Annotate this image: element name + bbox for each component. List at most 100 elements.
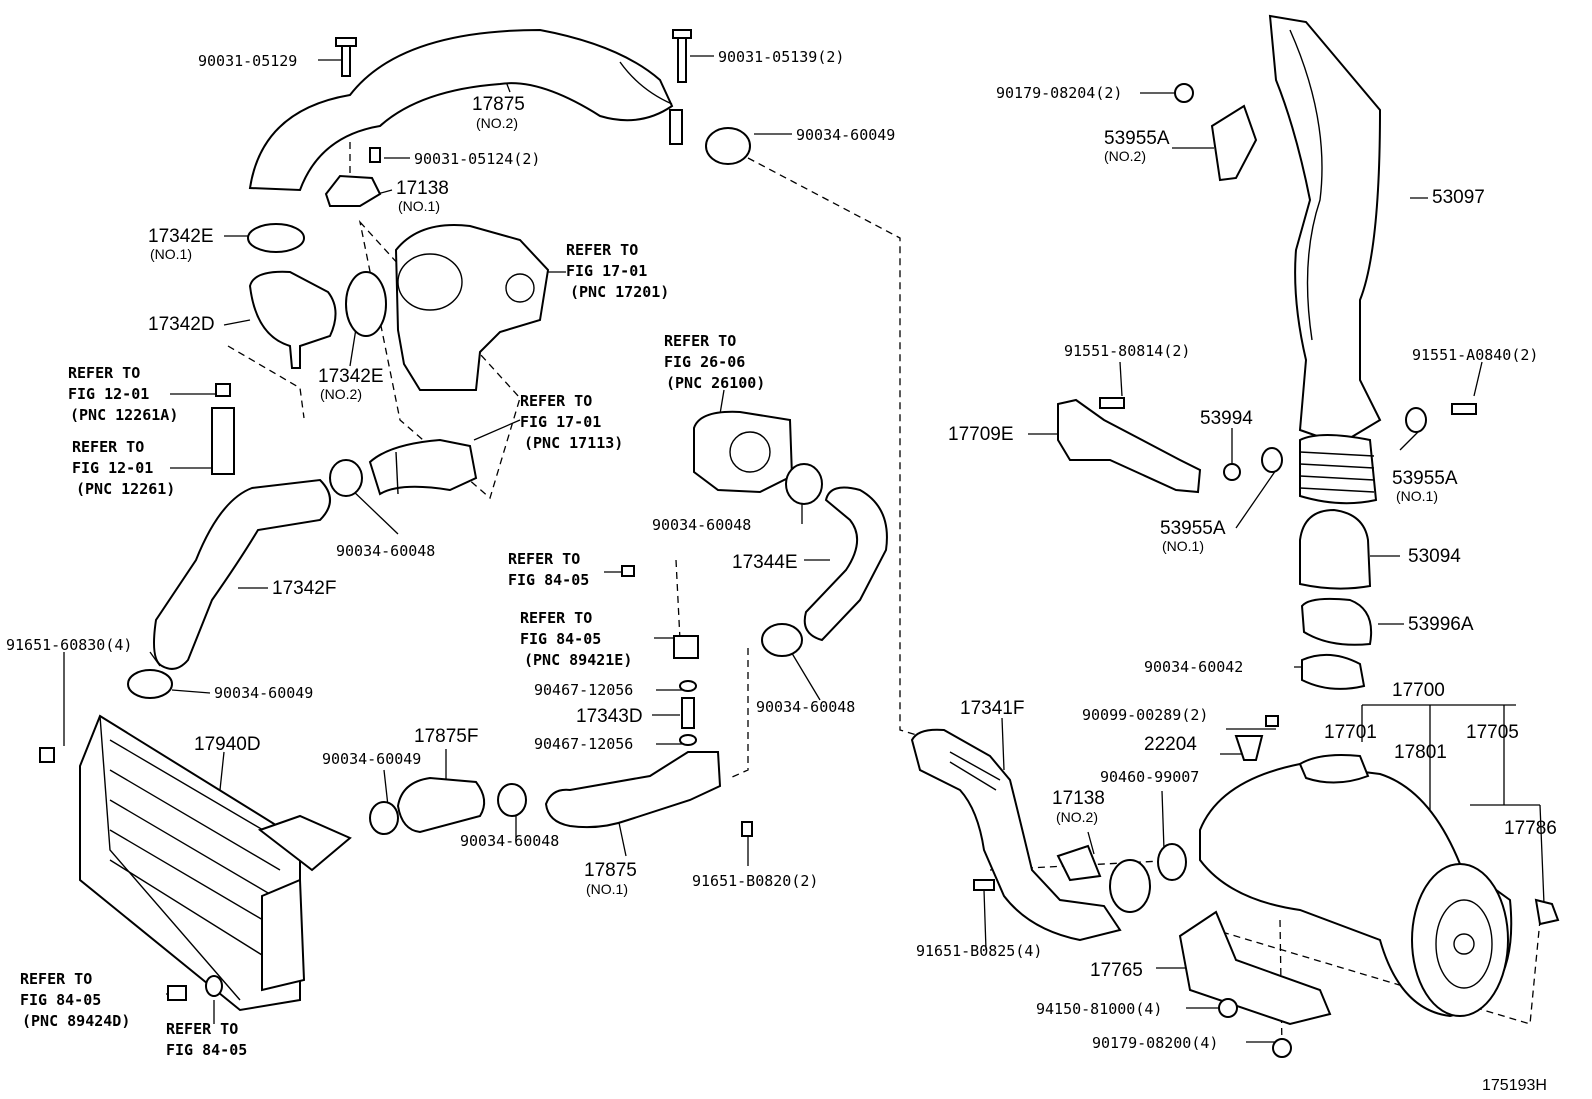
intake-pipe-no2 bbox=[248, 28, 674, 192]
bracket-17709E bbox=[1057, 398, 1202, 494]
clamp-90034-60049-b bbox=[127, 669, 173, 699]
bracket-17138-no2 bbox=[1056, 844, 1102, 882]
hose-ref-12261 bbox=[211, 407, 235, 475]
label-17342D: 17342D bbox=[148, 314, 215, 335]
bolt-91651-B0825 bbox=[973, 879, 995, 891]
label-53955A-no1-left: 53955A bbox=[1160, 518, 1226, 539]
label-17138-no2: 17138 bbox=[1052, 788, 1105, 809]
sensor-22204 bbox=[1234, 735, 1264, 761]
label-53097: 53097 bbox=[1432, 187, 1485, 208]
label-90034-60048-b: 90034-60048 bbox=[460, 832, 559, 850]
label-17138-no2-sub: (NO.2) bbox=[1056, 809, 1098, 825]
label-53994: 53994 bbox=[1200, 408, 1253, 429]
label-90034-60048-a: 90034-60048 bbox=[336, 542, 435, 560]
label-17701: 17701 bbox=[1324, 722, 1377, 743]
label-17875F: 17875F bbox=[414, 726, 478, 747]
label-17875-no1: 17875 bbox=[584, 860, 637, 881]
label-17875-no2: 17875 bbox=[472, 94, 525, 115]
label-90460-99007: 90460-99007 bbox=[1100, 768, 1199, 786]
clamp-17342E-no1 bbox=[247, 223, 305, 253]
hose-clip-90467-a bbox=[679, 680, 697, 692]
label-90034-60048-d: 90034-60048 bbox=[756, 698, 855, 716]
label-90179-08204: 90179-08204(2) bbox=[996, 84, 1122, 102]
cover-17705 bbox=[1411, 863, 1509, 1017]
clamp-17342E-no2 bbox=[345, 271, 387, 337]
hose-17342F bbox=[153, 478, 331, 670]
clip-17786 bbox=[1534, 898, 1560, 926]
label-53955A-no2-sub: (NO.2) bbox=[1104, 148, 1146, 164]
ref-fig-84-05-89424D: REFER TO FIG 84-05 (PNC 89424D) bbox=[20, 970, 130, 1030]
pipe-17875-no1 bbox=[544, 751, 722, 829]
nut-94150-81000 bbox=[1218, 998, 1238, 1018]
label-53955A-no1-right-sub: (NO.1) bbox=[1396, 488, 1438, 504]
label-53955A-no2: 53955A bbox=[1104, 128, 1170, 149]
ref-fig-17-01-17113: REFER TO FIG 17-01 (PNC 17113) bbox=[520, 392, 623, 452]
cap-53094 bbox=[1299, 508, 1372, 590]
inlet-17701 bbox=[1298, 754, 1370, 784]
clamp-90034-60048-a bbox=[329, 459, 363, 497]
label-90179-08200: 90179-08200(4) bbox=[1092, 1034, 1218, 1052]
elbow-17342D bbox=[248, 270, 337, 369]
elbow-turbo-outlet bbox=[368, 438, 478, 496]
leader-lines bbox=[63, 55, 1545, 1043]
label-91551-A0840: 91551-A0840(2) bbox=[1412, 346, 1538, 364]
ref-fig-84-05-89421E: REFER TO FIG 84-05 (PNC 89421E) bbox=[520, 609, 632, 669]
label-17801: 17801 bbox=[1394, 742, 1447, 763]
bolt-91551-80814 bbox=[1099, 397, 1125, 409]
label-22204: 22204 bbox=[1144, 734, 1197, 755]
label-53996A: 53996A bbox=[1408, 614, 1474, 635]
sensor-89421E bbox=[673, 635, 699, 659]
nut-90179-08200 bbox=[1272, 1038, 1292, 1058]
label-17343D: 17343D bbox=[576, 706, 643, 727]
clamp-90034-60049-top bbox=[705, 127, 751, 165]
label-91651-60830: 91651-60830(4) bbox=[6, 636, 132, 654]
label-91651-B0825: 91651-B0825(4) bbox=[916, 942, 1042, 960]
ref-fig-84-05-b: REFER TO FIG 84-05 bbox=[166, 1020, 247, 1059]
bolt-90031-05139 bbox=[677, 35, 687, 83]
figure-id: 175193H bbox=[1482, 1077, 1547, 1094]
label-17344E: 17344E bbox=[732, 552, 798, 573]
label-17342E-no1-sub: (NO.1) bbox=[150, 246, 192, 262]
hose-17341F bbox=[910, 728, 1122, 942]
label-17705: 17705 bbox=[1466, 722, 1519, 743]
bracket-53955A-no2 bbox=[1210, 104, 1258, 182]
label-17342E-no1: 17342E bbox=[148, 226, 214, 247]
label-90034-60049-b: 90034-60049 bbox=[214, 684, 313, 702]
washer-53994 bbox=[1223, 463, 1241, 481]
ref-fig-12-01-12261A: REFER TO FIG 12-01 (PNC 12261A) bbox=[68, 364, 178, 424]
label-17709E: 17709E bbox=[948, 424, 1014, 445]
throttle-body bbox=[693, 410, 794, 494]
label-90031-05129: 90031-05129 bbox=[198, 52, 297, 70]
label-17875-no2-sub: (NO.2) bbox=[476, 115, 518, 131]
label-53955A-no1-left-sub: (NO.1) bbox=[1162, 538, 1204, 554]
clamp-90034-60048-d bbox=[761, 623, 803, 657]
label-17138-no1: 17138 bbox=[396, 178, 449, 199]
ref-fig-17-01-17201: REFER TO FIG 17-01 (PNC 17201) bbox=[566, 241, 669, 301]
grommet-53955A-a bbox=[1261, 447, 1283, 473]
clamp-90460-99007 bbox=[1157, 843, 1187, 881]
turbocharger bbox=[394, 224, 550, 391]
label-90034-60048-c: 90034-60048 bbox=[652, 516, 751, 534]
bolt-90031-05129 bbox=[341, 41, 351, 77]
label-17342E-no2: 17342E bbox=[318, 366, 384, 387]
hose-17875F bbox=[396, 776, 486, 834]
label-90034-60049-top: 90034-60049 bbox=[796, 126, 895, 144]
bracket-17138-no1 bbox=[324, 174, 382, 207]
clamp-90034-60049-c bbox=[369, 801, 399, 835]
label-53955A-no1-right: 53955A bbox=[1392, 468, 1458, 489]
label-90467-12056-b: 90467-12056 bbox=[534, 735, 633, 753]
bolt-91551-A0840 bbox=[1451, 403, 1477, 415]
label-94150-81000: 94150-81000(4) bbox=[1036, 1000, 1162, 1018]
part-labels: 90031-05129 90031-05139(2) 17875 (NO.2) … bbox=[6, 48, 1557, 1052]
band-90034-60042 bbox=[1301, 653, 1366, 690]
label-17940D: 17940D bbox=[194, 734, 261, 755]
ref-fig-12-01-12261: REFER TO FIG 12-01 (PNC 12261) bbox=[72, 438, 175, 498]
label-17342E-no2-sub: (NO.2) bbox=[320, 386, 362, 402]
clamp-90034-60048-c bbox=[785, 463, 823, 505]
bracket-17765 bbox=[1178, 910, 1332, 1026]
hose-clip-90467-b bbox=[679, 734, 697, 746]
label-90034-60042: 90034-60042 bbox=[1144, 658, 1243, 676]
ref-fig-84-05-a: REFER TO FIG 84-05 bbox=[508, 550, 589, 589]
hose-17344E bbox=[803, 486, 888, 642]
